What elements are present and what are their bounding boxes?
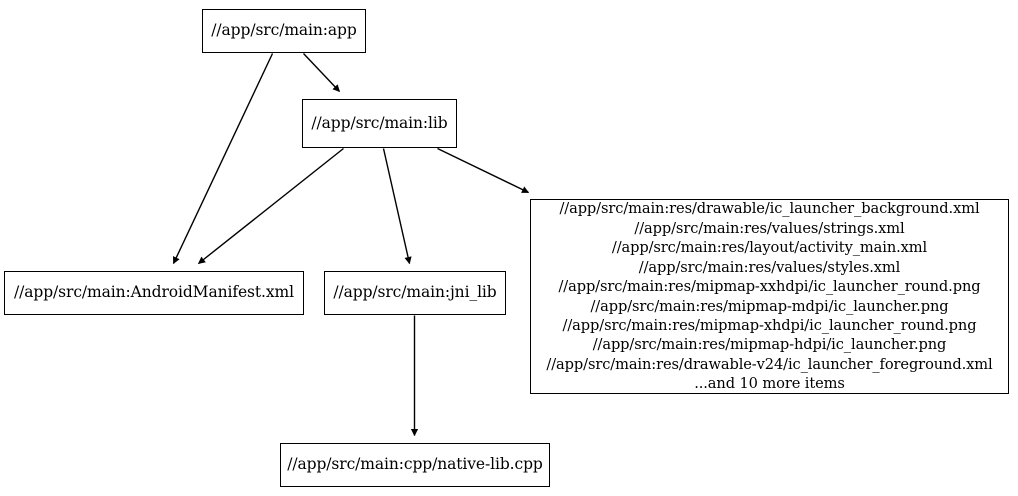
node-app[interactable]: //app/src/main:app xyxy=(202,9,366,53)
node-android-manifest[interactable]: //app/src/main:AndroidManifest.xml xyxy=(4,271,304,315)
node-res-group[interactable]: //app/src/main:res/drawable/ic_launcher_… xyxy=(530,199,1009,394)
node-lib-label: //app/src/main:lib xyxy=(311,113,448,132)
edge-app-to-manifest xyxy=(172,53,274,265)
edge-lib-to-jni-lib xyxy=(382,148,412,265)
edge-app-to-lib xyxy=(302,53,341,93)
edge-lib-to-res xyxy=(437,147,530,194)
node-native-lib-cpp[interactable]: //app/src/main:cpp/native-lib.cpp xyxy=(280,443,550,487)
edge-lib-to-manifest xyxy=(197,147,344,265)
node-app-label: //app/src/main:app xyxy=(211,21,357,40)
node-jni-lib[interactable]: //app/src/main:jni_lib xyxy=(324,271,506,315)
node-jni-lib-label: //app/src/main:jni_lib xyxy=(333,283,497,302)
node-native-lib-cpp-label: //app/src/main:cpp/native-lib.cpp xyxy=(287,455,543,474)
node-android-manifest-label: //app/src/main:AndroidManifest.xml xyxy=(14,283,294,302)
node-lib[interactable]: //app/src/main:lib xyxy=(302,99,457,148)
node-res-group-label: //app/src/main:res/drawable/ic_launcher_… xyxy=(546,200,993,393)
